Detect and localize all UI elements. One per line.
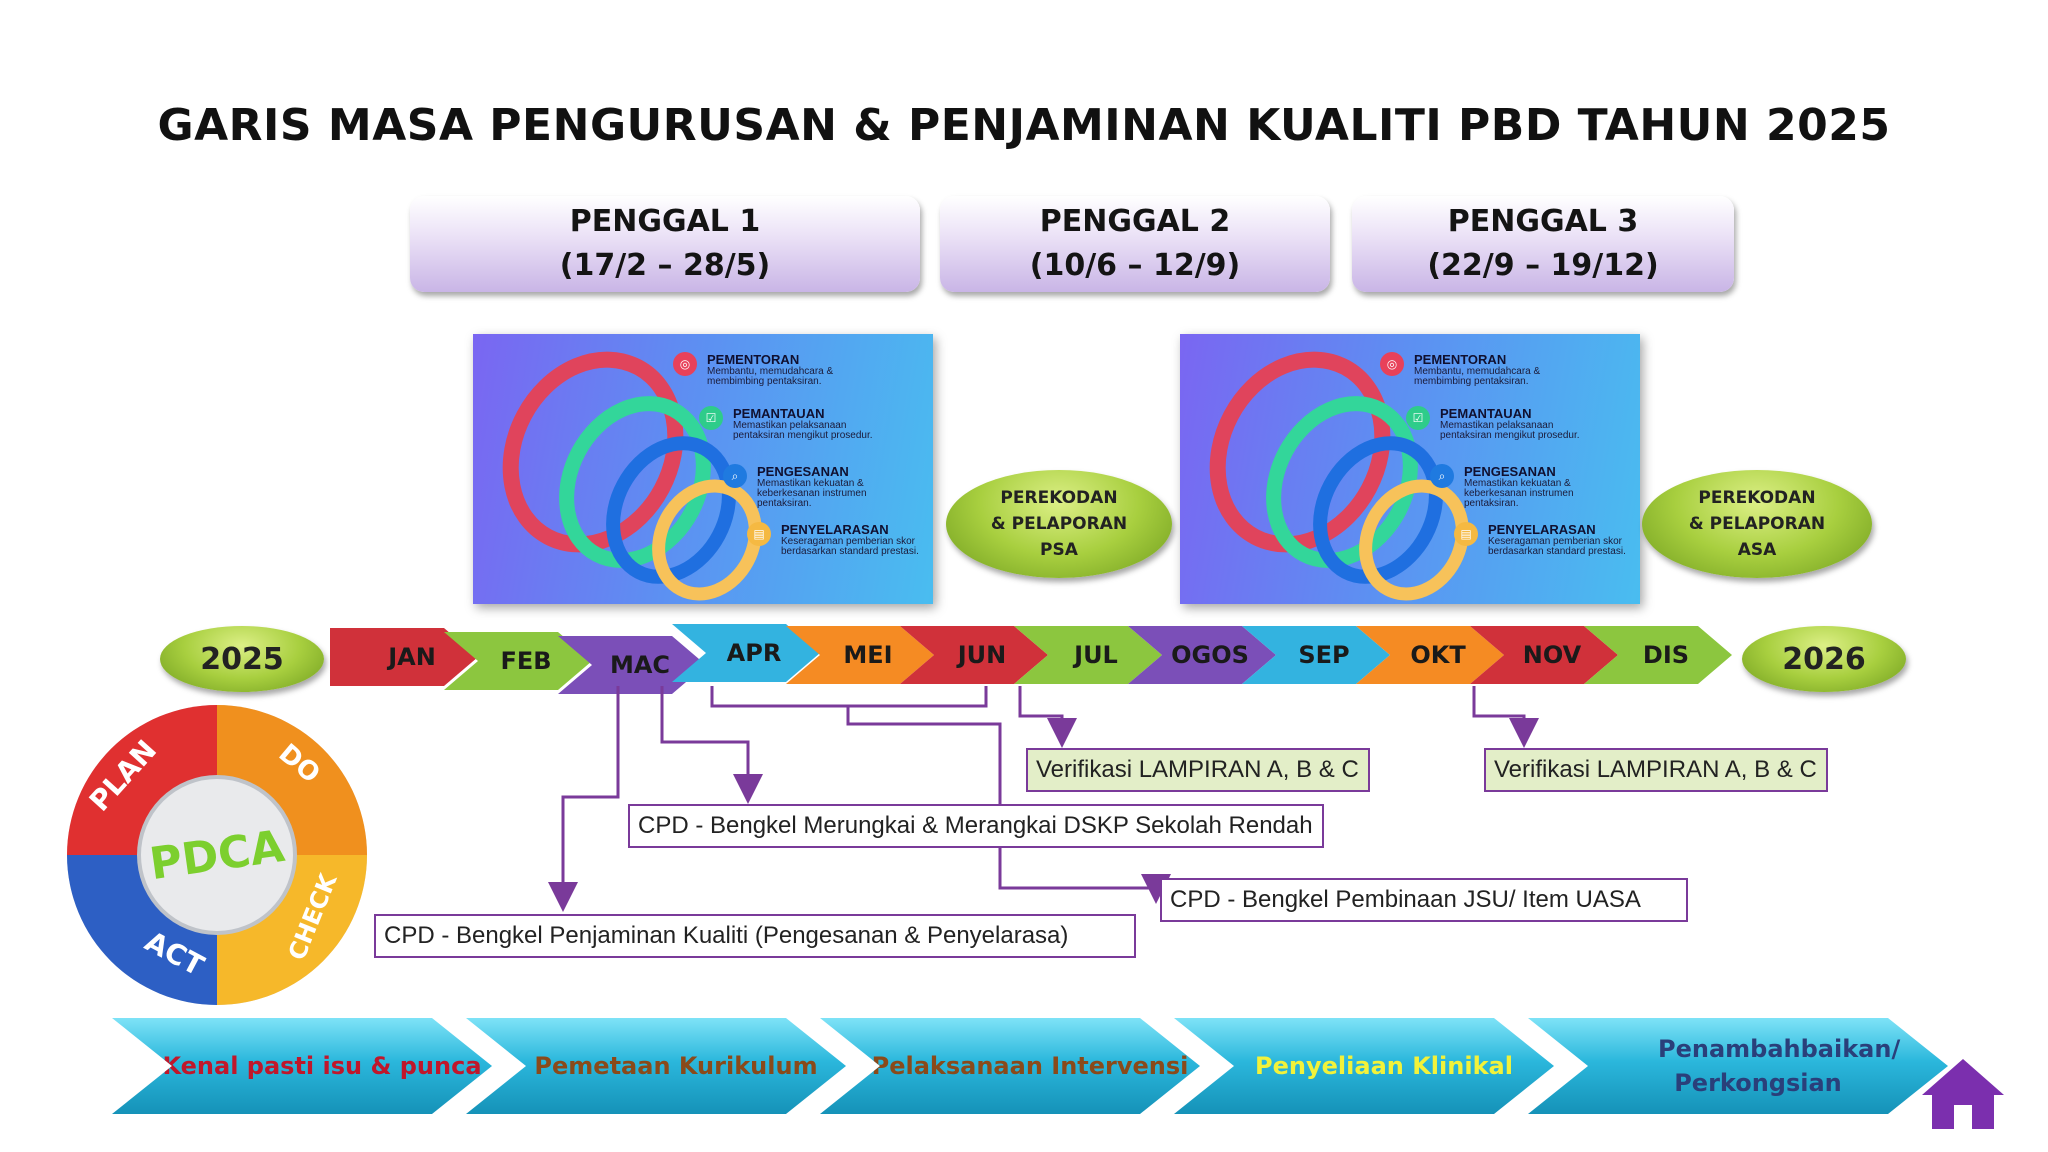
card-item-pementoran: ◎ PEMENTORAN Membantu, memudahcara & mem… bbox=[1380, 352, 1574, 387]
term-name: PENGGAL 1 bbox=[569, 204, 761, 239]
pdca-cycle-graphic: PDCA PLAN DO CHECK ACT bbox=[67, 705, 367, 1005]
year-end-oval: 2026 bbox=[1742, 626, 1906, 692]
bracket-apr-jun bbox=[710, 686, 988, 708]
process-step-2: Pemetaan Kurikulum bbox=[466, 1018, 846, 1114]
card-item-pengesanan: ⌕ PENGESANAN Memastikan kekuatan & keber… bbox=[723, 464, 917, 509]
quality-card-2: ◎ PEMENTORAN Membantu, memudahcara & mem… bbox=[1180, 334, 1640, 604]
term-dates: (17/2 – 28/5) bbox=[559, 248, 771, 283]
process-step-5: Penambahbaikan/ Perkongsian bbox=[1528, 1018, 1948, 1114]
rings-graphic bbox=[502, 351, 762, 601]
connector-cpd-dskp bbox=[660, 686, 763, 804]
card-item-pemantauan: ☑ PEMANTAUAN Memastikan pelaksanaan pent… bbox=[1406, 406, 1600, 441]
card-item-penyelarasan: ▤ PENYELARASAN Keseragaman pemberian sko… bbox=[747, 522, 933, 557]
checklist-icon: ☑ bbox=[699, 406, 723, 430]
card-item-pementoran: ◎ PEMENTORAN Membantu, memudahcara & mem… bbox=[673, 352, 867, 387]
document-search-icon: ⌕ bbox=[723, 464, 747, 488]
term-box-1: PENGGAL 1 (17/2 – 28/5) bbox=[410, 196, 920, 292]
card-item-pengesanan: ⌕ PENGESANAN Memastikan kekuatan & keber… bbox=[1430, 464, 1624, 509]
checklist-icon: ☑ bbox=[1406, 406, 1430, 430]
process-step-3: Pelaksanaan Intervensi bbox=[820, 1018, 1200, 1114]
term-dates: (22/9 – 19/12) bbox=[1427, 248, 1659, 283]
term-box-2: PENGGAL 2 (10/6 – 12/9) bbox=[940, 196, 1330, 292]
connector-cpd-jsu bbox=[846, 706, 1171, 904]
connector-cpd-pk bbox=[548, 686, 620, 912]
target-icon: ◎ bbox=[1380, 352, 1404, 376]
reporting-asa-oval: PEREKODAN & PELAPORAN ASA bbox=[1642, 470, 1872, 578]
quality-card-1: ◎ PEMENTORAN Membantu, memudahcara & mem… bbox=[473, 334, 933, 604]
term-name: PENGGAL 2 bbox=[1039, 204, 1231, 239]
target-icon: ◎ bbox=[673, 352, 697, 376]
connector-verif-1 bbox=[1018, 686, 1077, 748]
verification-label-1: Verifikasi LAMPIRAN A, B & C bbox=[1026, 748, 1370, 792]
cpd-jsu-label: CPD - Bengkel Pembinaan JSU/ Item UASA bbox=[1160, 878, 1688, 922]
term-box-3: PENGGAL 3 (22/9 – 19/12) bbox=[1352, 196, 1734, 292]
year-start-oval: 2025 bbox=[160, 626, 324, 692]
verification-label-2: Verifikasi LAMPIRAN A, B & C bbox=[1484, 748, 1828, 792]
cpd-pk-label: CPD - Bengkel Penjaminan Kualiti (Penges… bbox=[374, 914, 1136, 958]
term-name: PENGGAL 3 bbox=[1447, 204, 1639, 239]
reporting-psa-oval: PEREKODAN & PELAPORAN PSA bbox=[946, 470, 1172, 578]
cpd-dskp-label: CPD - Bengkel Merungkai & Merangkai DSKP… bbox=[628, 804, 1324, 848]
month-ogos: OGOS bbox=[1128, 626, 1276, 684]
document-search-icon: ⌕ bbox=[1430, 464, 1454, 488]
connector-verif-2 bbox=[1472, 686, 1539, 748]
rings-graphic bbox=[1209, 351, 1469, 601]
home-icon[interactable] bbox=[1918, 1053, 2008, 1133]
card-item-penyelarasan: ▤ PENYELARASAN Keseragaman pemberian sko… bbox=[1454, 522, 1640, 557]
term-dates: (10/6 – 12/9) bbox=[1029, 248, 1241, 283]
month-mei: MEI bbox=[786, 626, 934, 684]
chart-icon: ▤ bbox=[747, 522, 771, 546]
page-title: GARIS MASA PENGURUSAN & PENJAMINAN KUALI… bbox=[157, 100, 1891, 151]
process-step-4: Penyeliaan Klinikal bbox=[1174, 1018, 1554, 1114]
chart-icon: ▤ bbox=[1454, 522, 1478, 546]
card-item-pemantauan: ☑ PEMANTAUAN Memastikan pelaksanaan pent… bbox=[699, 406, 893, 441]
process-step-1: Kenal pasti isu & punca bbox=[112, 1018, 492, 1114]
